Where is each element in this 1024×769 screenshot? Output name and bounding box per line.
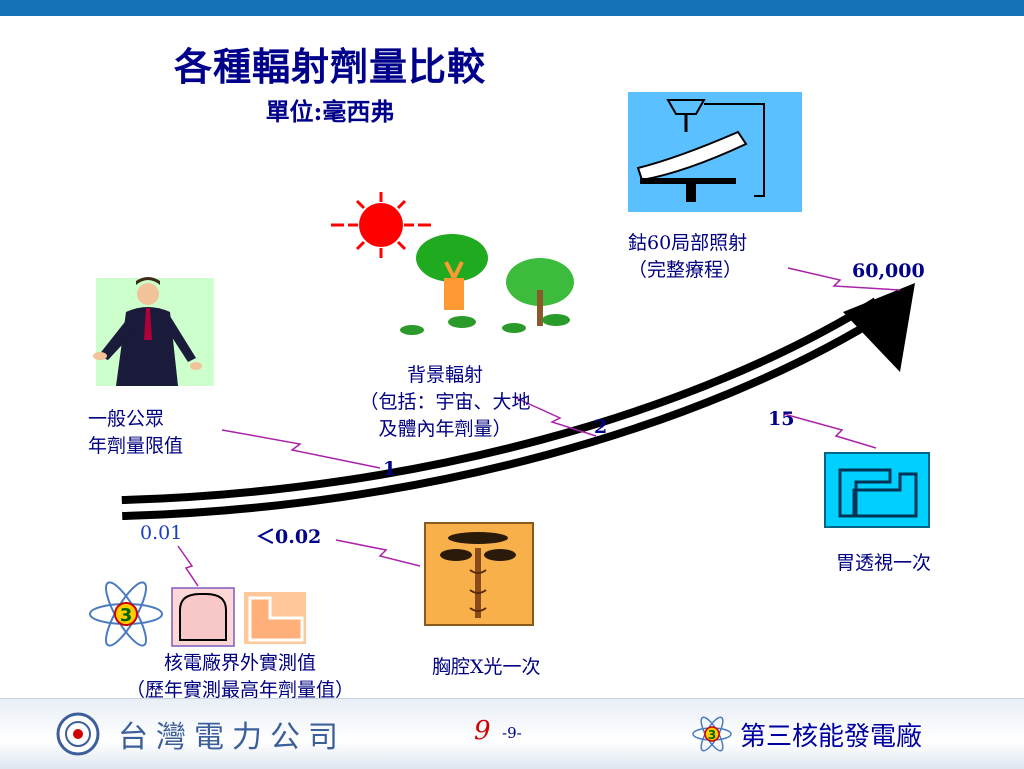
top-bar: [0, 0, 1024, 16]
trees-picture: [400, 234, 574, 335]
plant-footer-logo-icon: 3: [692, 716, 732, 752]
plant-value: 0.01: [140, 522, 183, 544]
public-limit-line2: 年劑量限值: [88, 435, 184, 457]
chest-label: 胸腔X光一次: [432, 656, 541, 678]
sun-icon: [331, 192, 431, 258]
pointer-background: [515, 397, 597, 437]
atom-logo-icon: 3: [89, 581, 163, 647]
pointer-public: [221, 429, 381, 469]
public-limit-line1: 一般公眾: [88, 408, 165, 430]
taipower-logo-icon: [56, 712, 100, 756]
slide-subtitle: 單位:毫西弗: [265, 97, 395, 126]
cobalt-line1: 鈷60局部照射: [628, 232, 748, 254]
pointer-cobalt: [787, 267, 901, 291]
slide-title: 各種輻射劑量比較: [173, 44, 486, 89]
page-number: 9: [474, 716, 491, 746]
pointer-stomach: [783, 413, 877, 449]
plant-name: 第三核能發電廠: [740, 722, 923, 752]
background-line1: 背景輻射: [406, 364, 483, 386]
chest-value: ＜0.02: [256, 526, 322, 548]
chest-xray-picture: [424, 522, 534, 626]
background-label: 背景輻射 （包括：宇宙、大地 及體內年劑量）: [330, 362, 560, 443]
public-person-picture: [93, 277, 214, 386]
page-label: -9-: [502, 724, 522, 742]
background-line3: 及體內年劑量）: [378, 418, 512, 440]
atom-logo-number: 3: [120, 605, 133, 626]
cobalt-label: 鈷60局部照射 （完整療程）: [628, 230, 747, 284]
cobalt-value: 60,000: [852, 260, 925, 282]
plant-line2: （歷年實測最高年劑量值）: [125, 679, 354, 701]
pointer-arrows: [177, 267, 901, 587]
cobalt-line2: （完整療程）: [628, 259, 743, 281]
pointer-plant: [177, 545, 199, 587]
footer-bar: [0, 698, 1024, 769]
plant-boundary-shapes: [171, 587, 306, 647]
stomach-value: 15: [768, 408, 795, 430]
rising-arrow: [121, 283, 915, 520]
stomach-xray-picture: [824, 452, 930, 528]
plant-footer-logo-number: 3: [708, 728, 716, 742]
company-name: 台灣電力公司: [118, 720, 346, 755]
cobalt-machine-picture: [628, 92, 802, 212]
background-line2: （包括：宇宙、大地: [359, 391, 531, 413]
public-limit-value: 1: [383, 458, 397, 480]
public-limit-label: 一般公眾 年劑量限值: [88, 406, 183, 460]
stomach-label: 胃透視一次: [836, 552, 932, 574]
background-value: 2: [594, 416, 608, 438]
pointer-chest: [335, 539, 421, 567]
plant-label: 核電廠界外實測值 （歷年實測最高年劑量值）: [90, 650, 390, 704]
plant-line1: 核電廠界外實測值: [163, 652, 316, 674]
